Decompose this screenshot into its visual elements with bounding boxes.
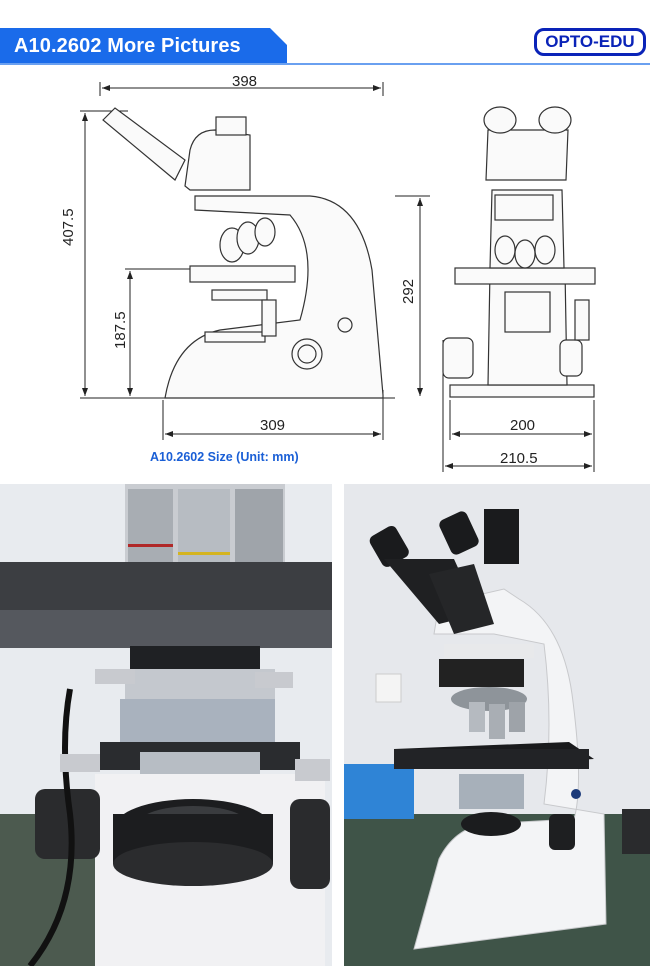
- microscope-photo-illustration: [344, 484, 650, 966]
- dim-front-overall-width: 210.5: [500, 450, 538, 467]
- title-tab: [0, 28, 287, 64]
- page-header: A10.2602 More Pictures OPTO-EDU: [0, 0, 650, 66]
- dim-front-height: 292: [400, 278, 417, 304]
- dim-side-overall-height: 407.5: [60, 208, 77, 246]
- photo-microscope-full-view: [344, 484, 650, 966]
- microscope-line-drawing: [80, 82, 596, 472]
- photo-condenser-closeup: [0, 484, 332, 966]
- dim-side-stage-height: 187.5: [112, 311, 129, 349]
- condenser-photo-illustration: [0, 484, 332, 966]
- logo-text: OPTO-EDU: [545, 32, 635, 51]
- dim-side-base-depth: 309: [260, 417, 286, 434]
- brand-logo: OPTO-EDU: [534, 28, 646, 56]
- header-divider: [0, 63, 650, 65]
- dim-front-base-width: 200: [510, 417, 536, 434]
- dimension-drawing: 398 407.5 187.5 309 292 200 210.5: [0, 66, 650, 480]
- dim-side-overall-width: 398: [232, 73, 258, 90]
- drawing-caption: A10.2602 Size (Unit: mm): [150, 450, 299, 464]
- page-title: A10.2602 More Pictures: [14, 35, 241, 57]
